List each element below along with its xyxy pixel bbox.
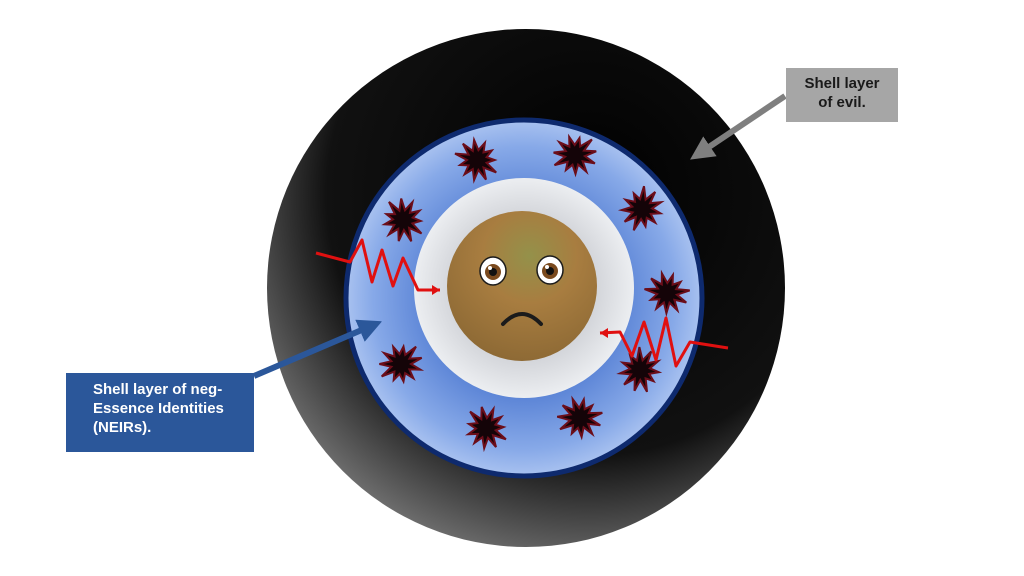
- lightning-bolt-right: [599, 316, 729, 368]
- neir-callout-line-1: Shell layer of neg-: [93, 381, 223, 398]
- dark-splat-icon: [616, 346, 663, 393]
- dark-splat-icon: [379, 343, 425, 385]
- neir-shell-callout: Shell layer of neg- Essence Identities (…: [66, 373, 254, 452]
- neir-callout-line-3: (NEIRs).: [93, 419, 152, 436]
- dark-splat-icon: [553, 133, 597, 178]
- core-sphere: [447, 211, 597, 361]
- evil-callout-line-1: Shell layer: [804, 75, 880, 92]
- dark-splat-icon: [381, 198, 424, 242]
- evil-callout-arrow: [690, 93, 787, 160]
- neir-callout-line-2: Essence Identities: [93, 400, 224, 417]
- neir-entities: [379, 133, 691, 453]
- neir-callout-arrow: [252, 319, 383, 379]
- dark-splat-icon: [464, 405, 507, 453]
- evil-callout-line-2: of evil.: [818, 94, 866, 111]
- sad-face-icon: [479, 255, 564, 326]
- dark-splat-icon: [617, 185, 665, 231]
- dark-splat-icon: [644, 269, 691, 318]
- evil-shell-callout: Shell layer of evil.: [786, 68, 898, 122]
- dark-splat-icon: [454, 136, 498, 184]
- dark-splat-icon: [556, 395, 603, 441]
- lightning-bolt-left: [315, 238, 440, 295]
